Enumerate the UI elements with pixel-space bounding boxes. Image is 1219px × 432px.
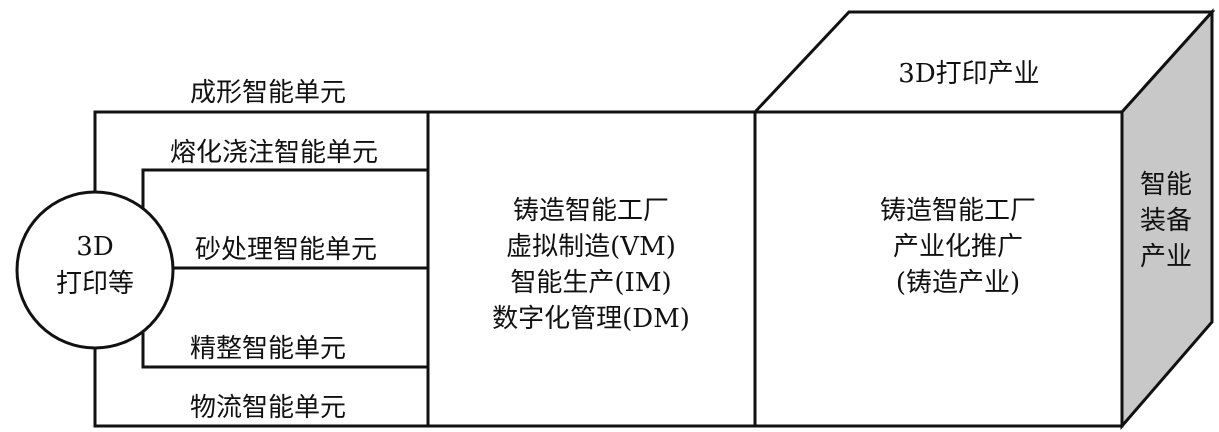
unit-forming: 成形智能单元 [190,78,346,108]
cube-side-line-3: 产业 [1140,242,1192,272]
factory-line-3: 智能生产(IM) [510,268,671,298]
cube-top-label: 3D打印产业 [898,59,1039,89]
circle-label-2: 打印等 [56,269,134,299]
cube-front-line-1: 铸造智能工厂 [880,196,1036,226]
factory-line-1: 铸造智能工厂 [513,196,669,226]
cube-front-line-3: (铸造产业) [896,268,1020,298]
unit-logistics: 物流智能单元 [190,393,346,423]
cube-front-line-2: 产业化推广 [893,232,1023,262]
cube-front-face [753,110,1124,428]
cube-side-line-2: 装备 [1140,206,1192,236]
factory-line-4: 数字化管理(DM) [492,304,690,334]
unit-sand: 砂处理智能单元 [195,235,377,265]
unit-finishing: 精整智能单元 [190,334,346,364]
unit-melting: 熔化浇注智能单元 [170,138,378,168]
cube-side-line-1: 智能 [1140,170,1192,200]
circle-label-1: 3D [76,232,113,262]
3d-printing-circle [15,190,175,350]
factory-line-2: 虚拟制造(VM) [506,232,676,262]
